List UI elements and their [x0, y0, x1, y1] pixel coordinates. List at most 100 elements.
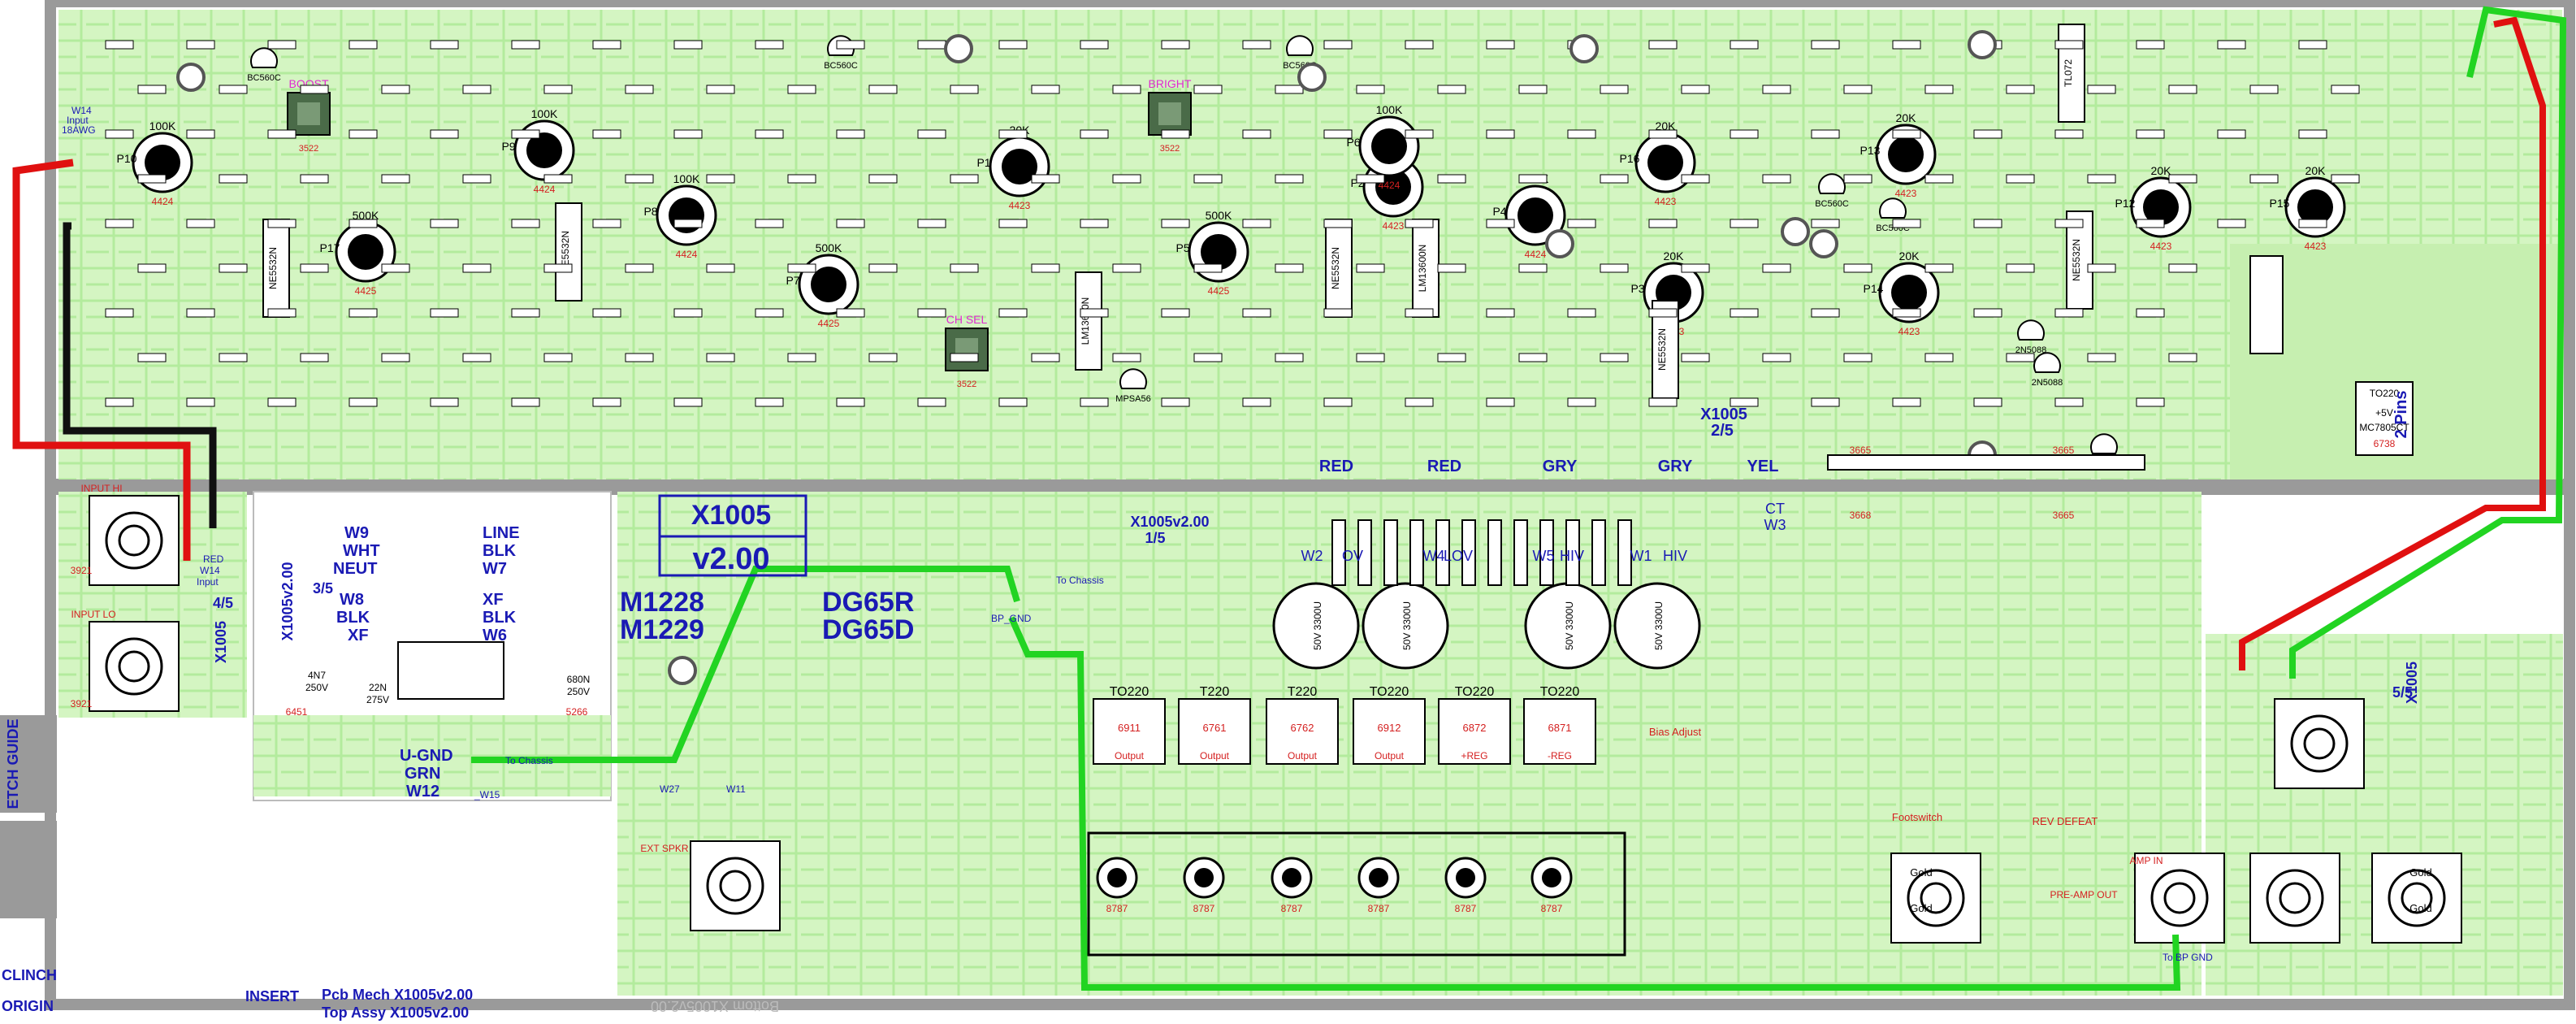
resistor — [2168, 353, 2197, 362]
jack-center — [118, 524, 150, 557]
mounting-hole — [1545, 229, 1574, 258]
resistor — [1973, 308, 2002, 318]
resistor — [998, 219, 1028, 228]
jack-j2-code: 3921 — [71, 698, 93, 709]
gold-label: Gold — [2409, 902, 2431, 914]
resistor — [2249, 85, 2279, 94]
pin-header — [2249, 255, 2284, 354]
jack-center — [2303, 727, 2336, 760]
resistor — [2217, 40, 2246, 50]
resistor — [1681, 263, 1710, 273]
resistor — [1356, 174, 1385, 184]
resistor — [625, 263, 654, 273]
ic-package — [1325, 219, 1353, 318]
resistor — [430, 397, 459, 407]
resistor — [1924, 85, 1954, 94]
transistor — [2033, 352, 2061, 373]
color-code-label: LOV — [1444, 548, 1473, 564]
potentiometer-shaft — [1002, 149, 1037, 184]
resistor — [2006, 174, 2035, 184]
svg-text:XF: XF — [348, 627, 369, 644]
resistor — [1518, 85, 1548, 94]
wire-w27: W27 — [660, 783, 680, 795]
resistor — [219, 263, 248, 273]
resistor — [186, 40, 215, 50]
resistor — [1892, 129, 1921, 139]
rev-defeat-label: REV DEFEAT — [2033, 815, 2098, 827]
resistor — [1600, 263, 1629, 273]
resistor — [2006, 263, 2035, 273]
heatsink-code: 8787 — [1368, 903, 1390, 914]
resistor — [543, 174, 573, 184]
resistor — [462, 85, 491, 94]
pot-code: 4424 — [152, 196, 174, 207]
resistor — [625, 85, 654, 94]
jack-ring — [706, 857, 764, 915]
resistor — [2054, 40, 2084, 50]
svg-text:BLK: BLK — [336, 609, 370, 627]
center-board-label: X1005v2.00 — [1130, 514, 1209, 530]
resistor — [1762, 85, 1791, 94]
mounting-hole — [944, 34, 973, 63]
resistor — [836, 219, 865, 228]
resistor — [349, 219, 378, 228]
resistor — [1843, 85, 1872, 94]
color-code-label: CT — [1765, 501, 1785, 517]
resistor — [917, 308, 946, 318]
pot-value: 100K — [1376, 103, 1403, 116]
bottom-mirror: Bottom X1005v2.00 — [651, 998, 779, 1014]
switch-code: 3522 — [299, 144, 318, 154]
resistor — [430, 129, 459, 139]
resistor — [511, 397, 540, 407]
resistor — [1112, 263, 1141, 273]
resistor — [1811, 397, 1840, 407]
resistor — [1275, 174, 1304, 184]
color-code-4: GRY — [1658, 458, 1693, 475]
switch-code: 3522 — [957, 380, 976, 389]
ribbon-connector — [1827, 454, 2145, 471]
color-code-label: W3 — [1764, 517, 1786, 533]
resistor — [349, 397, 378, 407]
pot-value: 100K — [531, 107, 558, 120]
resistor — [917, 40, 946, 50]
resistor — [673, 397, 703, 407]
resistor — [755, 129, 784, 139]
resistor — [2249, 174, 2279, 184]
wire-harness — [12, 6, 2567, 991]
pot-code: 4425 — [355, 285, 377, 297]
rectifier-diode — [1487, 519, 1502, 586]
device-code: 6762 — [1291, 722, 1314, 734]
transistor — [1879, 197, 1907, 219]
pot-code: 4423 — [2150, 241, 2172, 252]
resistor — [1973, 397, 2002, 407]
transistor-part: 2N5088 — [2015, 345, 2047, 355]
toggle-switch — [287, 92, 331, 136]
resistor — [673, 129, 703, 139]
svg-text:18AWG: 18AWG — [62, 124, 96, 136]
heatsink-mount-hole — [1542, 868, 1561, 887]
resistor — [836, 40, 865, 50]
resistor — [430, 40, 459, 50]
wire-green-bp-gnd — [1008, 616, 2181, 991]
pot-value: 20K — [1664, 249, 1685, 263]
pot-value: 500K — [353, 209, 379, 222]
resistor — [1323, 219, 1353, 228]
potentiometer-shaft — [1647, 145, 1683, 180]
resistor — [2087, 85, 2116, 94]
pot-ref: P5 — [1175, 241, 1189, 254]
pot-code: 4423 — [1383, 220, 1405, 232]
resistor — [105, 219, 134, 228]
transistor — [2090, 433, 2118, 454]
resistor — [267, 219, 297, 228]
color-code-3: GRY — [1543, 458, 1578, 475]
resistor — [1973, 129, 2002, 139]
pot-ref: P15 — [2270, 197, 2290, 210]
resistor — [462, 174, 491, 184]
resistor — [1031, 263, 1060, 273]
svg-text:GRN: GRN — [405, 765, 440, 783]
resistor — [2136, 308, 2165, 318]
resistor — [625, 174, 654, 184]
transistor-part: 2N5088 — [2032, 378, 2063, 388]
pot-ref: P7 — [786, 274, 799, 287]
footswitch-label: Footswitch — [1892, 811, 1942, 823]
